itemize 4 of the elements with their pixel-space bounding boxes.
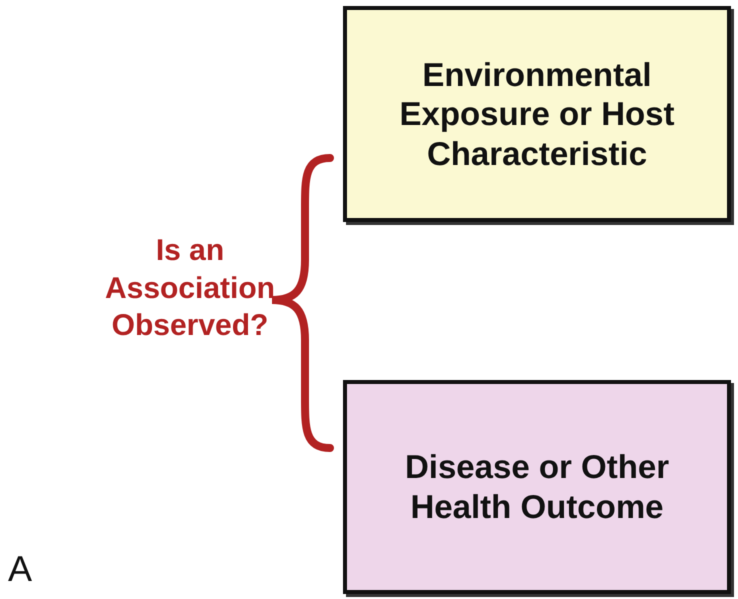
text-box: Disease or Other Health Outcome [343,380,731,594]
text-box: Environmental Exposure or Host Characteristic [343,6,731,222]
question-label: Is an Association Observed? [104,233,276,344]
panel-letter: A [8,548,34,590]
